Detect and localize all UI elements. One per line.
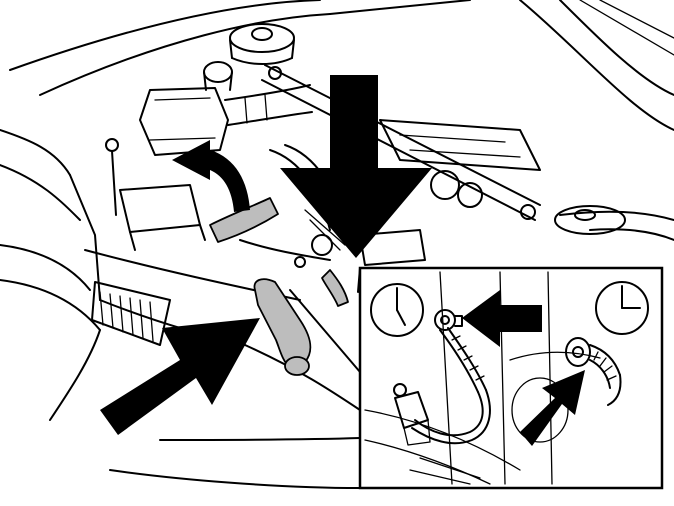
- arrow-up-right-icon: [100, 318, 260, 435]
- arrow-left-icon: [462, 290, 542, 347]
- sensor-right: [511, 337, 622, 443]
- arrow-up-right-icon: [520, 370, 585, 446]
- clock-right-icon: [595, 281, 649, 335]
- arrow-down-icon: [280, 75, 432, 258]
- engine-components: [105, 23, 626, 268]
- hose-upper: [209, 197, 279, 243]
- grille: [91, 281, 171, 346]
- hose-lower: [253, 278, 312, 376]
- hose-middle: [321, 269, 349, 307]
- sensor-left: [393, 309, 491, 446]
- curved-arrow-icon: [172, 140, 250, 212]
- inset-detail: [289, 266, 664, 490]
- clock-left-icon: [370, 283, 424, 337]
